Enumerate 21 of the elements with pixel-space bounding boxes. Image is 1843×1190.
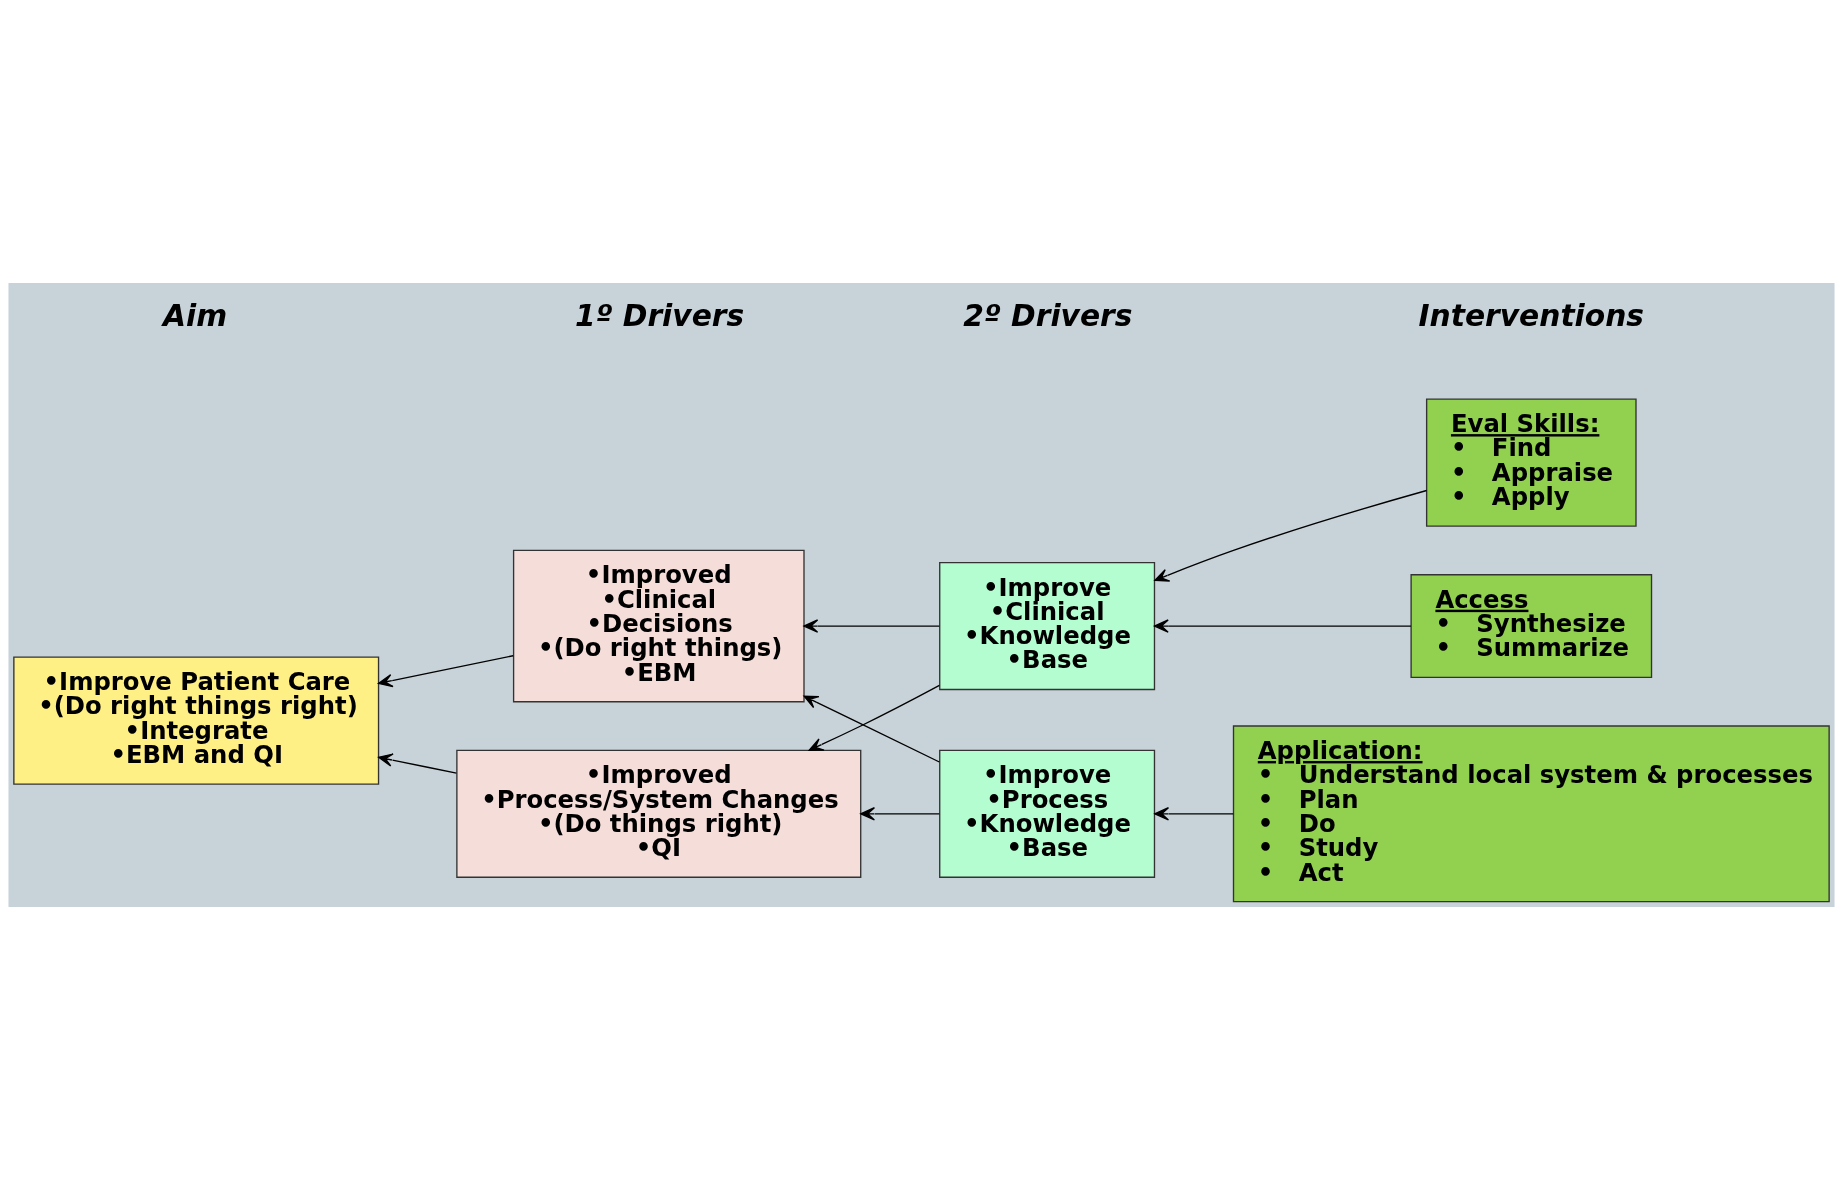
node-box: •Improved •Process/System Changes •(Do things right) •QI bbox=[456, 749, 862, 878]
label: Aim bbox=[163, 297, 228, 333]
node-box: •Improve Patient Care •(Do right things right) •Integrate •EBM and QI bbox=[13, 656, 380, 785]
node-box: •Improved •Clinical •Decisions •(Do right things) •EBM bbox=[512, 549, 805, 703]
node-box: Application: • Understand local system & processes • Plan • Do • Study • Act bbox=[1232, 725, 1830, 903]
label: Interventions bbox=[1418, 297, 1645, 333]
arrow bbox=[803, 619, 941, 633]
arrow bbox=[860, 807, 941, 821]
node-box: Eval Skills: • Find • Appraise • Apply bbox=[1425, 398, 1637, 527]
arrow bbox=[378, 753, 458, 774]
arrow bbox=[1154, 489, 1428, 582]
arrow bbox=[803, 695, 941, 763]
label: 2º Drivers bbox=[963, 297, 1133, 333]
node-box: •Improve •Clinical •Knowledge •Base bbox=[939, 561, 1156, 691]
node-box: •Improve •Process •Knowledge •Base bbox=[939, 749, 1156, 878]
arrow bbox=[808, 684, 941, 751]
arrow bbox=[1154, 807, 1234, 821]
arrow bbox=[377, 655, 514, 688]
node-box: Access • Synthesize • Summarize bbox=[1410, 574, 1653, 679]
arrow bbox=[1153, 619, 1412, 633]
label: 1º Drivers bbox=[575, 297, 745, 333]
